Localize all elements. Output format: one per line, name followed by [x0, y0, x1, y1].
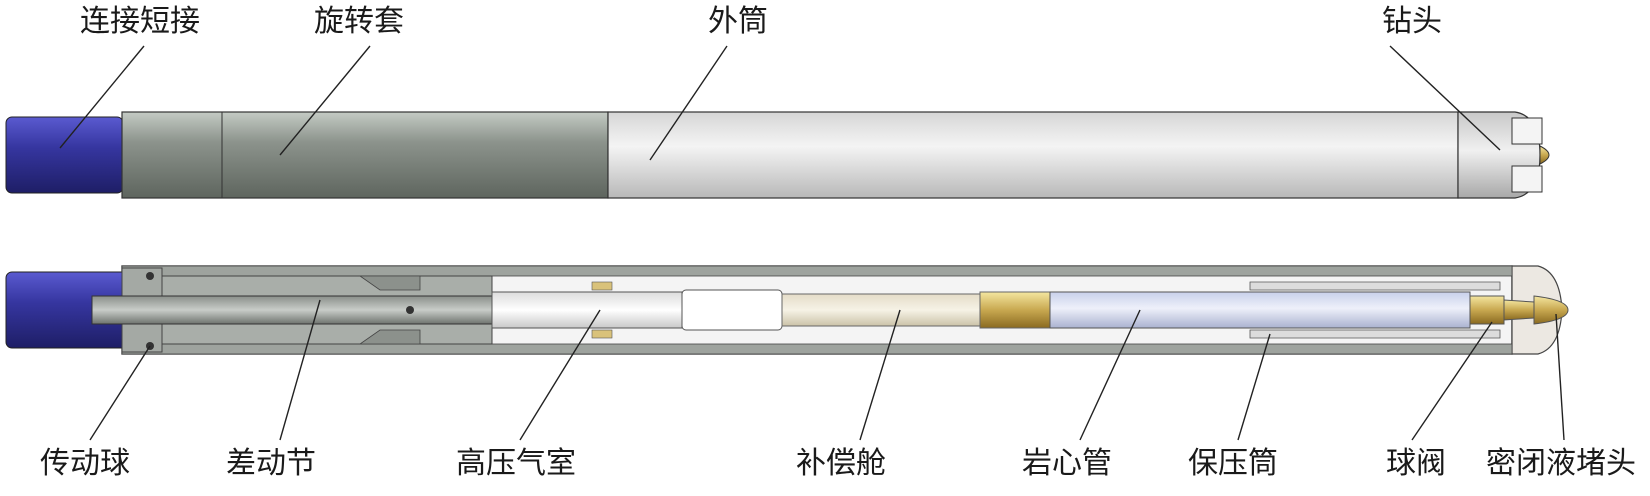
- label-connector: 连接短接: [80, 4, 200, 39]
- compensation-chamber-body: [781, 293, 981, 327]
- label-high-pressure-chamber: 高压气室: [456, 446, 576, 481]
- rotating-sleeve: [121, 111, 609, 199]
- label-sealing-plug: 密闭液堵头: [1486, 446, 1636, 481]
- label-ball-valve: 球阀: [1386, 446, 1446, 481]
- label-transmission-ball: 传动球: [40, 446, 130, 481]
- label-pressure-holding-tube: 保压筒: [1188, 446, 1278, 481]
- sectional-view: [5, 265, 1569, 355]
- label-outer-tube: 外筒: [708, 4, 768, 39]
- external-view: [5, 111, 1550, 199]
- core-tube-body: [1049, 291, 1471, 329]
- pressure-holding-tube-body: [1249, 281, 1501, 339]
- label-drill-bit: 钻头: [1382, 4, 1442, 39]
- label-core-tube: 岩心管: [1022, 446, 1112, 481]
- ball-valve-body: [1469, 295, 1535, 325]
- drill-bit: [1457, 111, 1550, 199]
- high-pressure-chamber-body: [491, 281, 683, 339]
- label-rotating-sleeve: 旋转套: [314, 4, 404, 39]
- outer-tube: [607, 111, 1459, 199]
- leader-lines: [59, 45, 1565, 441]
- label-differential-section: 差动节: [226, 446, 316, 481]
- label-compensation-chamber: 补偿舱: [796, 446, 886, 481]
- connector-sub: [5, 116, 124, 194]
- sealing-plug-body: [1533, 295, 1569, 325]
- differential-section-body: [91, 275, 493, 345]
